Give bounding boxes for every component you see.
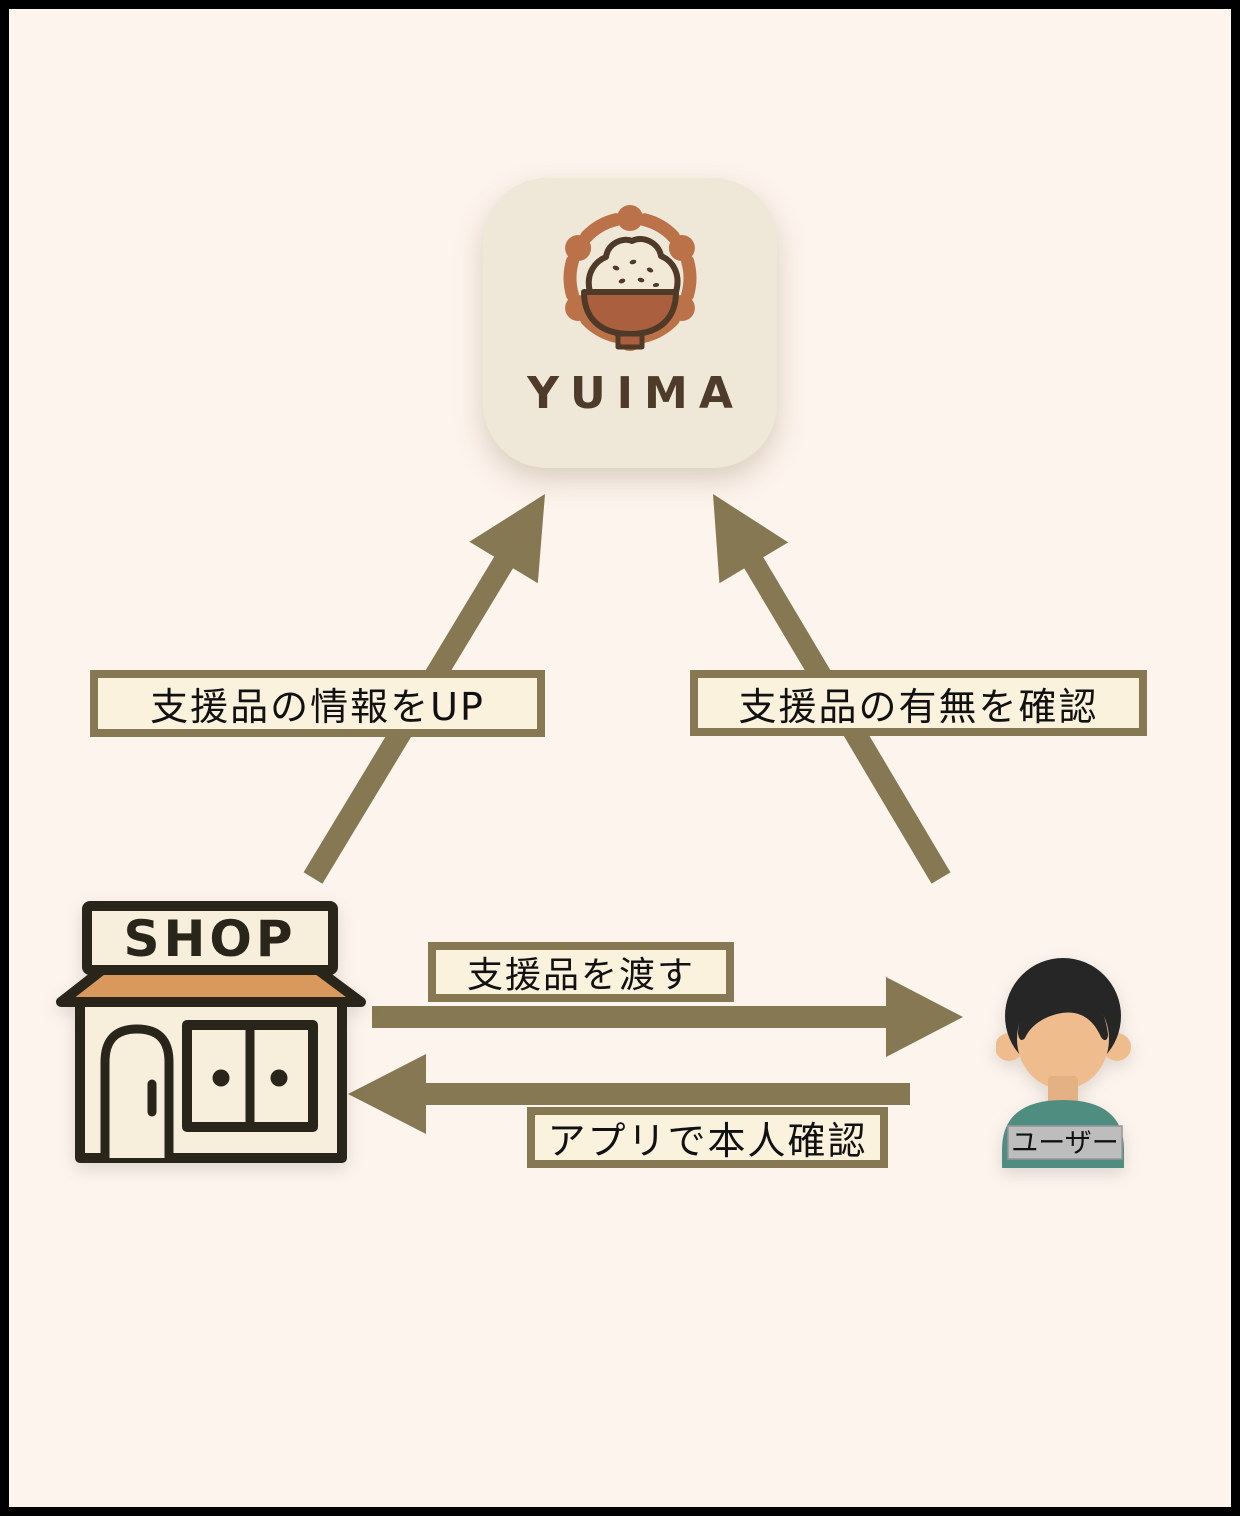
flow-label-shop-to-app-text: 支援品の情報をUP [150, 685, 485, 729]
flow-label-shop-to-user: 支援品を渡す [428, 942, 734, 1002]
app-icon-yuima: YUIMA [483, 178, 777, 468]
user: ユーザー [995, 954, 1136, 1168]
shop: SHOP [56, 900, 366, 1166]
flow-label-shop-to-app: 支援品の情報をUP [90, 670, 545, 737]
arrow-user-to-shop [348, 1054, 910, 1134]
flow-label-user-to-app-text: 支援品の有無を確認 [738, 684, 1099, 729]
user-avatar-icon: ユーザー [995, 958, 1131, 1168]
flow-label-user-to-app: 支援品の有無を確認 [690, 670, 1147, 736]
yuima-logo-icon [563, 205, 697, 351]
flow-label-shop-to-user-text: 支援品を渡す [466, 955, 695, 996]
shop-icon: SHOP [56, 901, 366, 1163]
arrow-shop-to-user [372, 977, 963, 1057]
shop-sign-text: SHOP [123, 910, 296, 968]
user-label: ユーザー [1011, 1128, 1118, 1159]
app-name: YUIMA [527, 368, 744, 419]
flow-label-user-to-shop: アプリで本人確認 [527, 1107, 888, 1168]
flow-label-user-to-shop-text: アプリで本人確認 [547, 1119, 868, 1163]
